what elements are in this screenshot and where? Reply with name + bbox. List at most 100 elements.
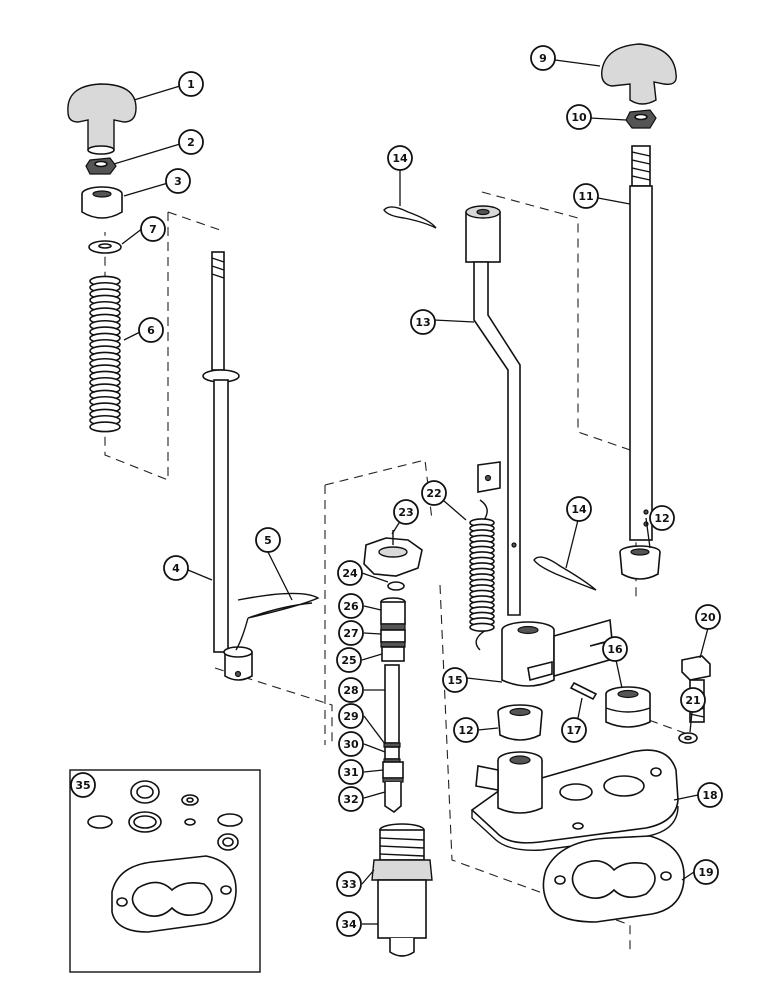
callout-20: 20: [695, 604, 721, 630]
callout-circle: [421, 480, 447, 506]
callout-label: 20: [700, 611, 716, 624]
callout-circle: [338, 703, 364, 729]
callout-circle: [453, 717, 479, 743]
callout-circle: [178, 71, 204, 97]
bushing-part-16: [605, 686, 651, 728]
callout-label: 4: [172, 562, 180, 575]
callout-18: 18: [697, 782, 723, 808]
lock-washer-part-21: [678, 732, 698, 744]
callout-circle: [573, 183, 599, 209]
callout-circle: [338, 731, 364, 757]
callout-circle: [338, 759, 364, 785]
callout-label: 19: [698, 866, 713, 879]
rod-part-11: [629, 145, 653, 541]
callout-7: 7: [140, 216, 166, 242]
shift-lever-part-13: [465, 205, 521, 616]
nut-part-10: [625, 109, 657, 129]
callout-label: 26: [343, 600, 359, 613]
callout-13: 13: [410, 309, 436, 335]
callout-19: 19: [693, 859, 719, 885]
callout-circle: [338, 786, 364, 812]
callout-label: 3: [174, 175, 182, 188]
valve-stem-part-28: [382, 664, 404, 814]
callout-label: 29: [343, 710, 358, 723]
callout-label: 13: [415, 316, 430, 329]
callout-31: 31: [338, 759, 364, 785]
callout-circle: [336, 911, 362, 937]
spring-part-6: [89, 275, 121, 433]
bushing-part-12-lower: [497, 704, 543, 741]
callout-circle: [649, 505, 675, 531]
valve-spool-part-26: [380, 597, 406, 662]
callout-label: 1: [187, 78, 195, 91]
callout-21: 21: [680, 687, 706, 713]
callout-label: 11: [578, 190, 593, 203]
knob-part-1: [67, 83, 137, 155]
callout-14a: 14: [387, 145, 413, 171]
fork-block-part-15: [501, 618, 617, 687]
callout-label: 28: [343, 684, 358, 697]
callout-label: 30: [343, 738, 359, 751]
callout-label: 6: [147, 324, 155, 337]
callout-22: 22: [421, 480, 447, 506]
callout-32: 32: [338, 786, 364, 812]
callout-circle: [336, 647, 362, 673]
callout-17: 17: [561, 717, 587, 743]
callout-6: 6: [138, 317, 164, 343]
callout-circle: [165, 168, 191, 194]
callout-label: 14: [571, 503, 587, 516]
callout-3: 3: [165, 168, 191, 194]
callout-label: 5: [264, 534, 272, 547]
callout-markers: 1234567910111212131414151617181920212223…: [70, 45, 723, 937]
spring-coil: [469, 622, 495, 632]
callout-12a: 12: [649, 505, 675, 531]
callout-label: 17: [566, 724, 581, 737]
callout-28: 28: [338, 677, 364, 703]
callout-circle: [530, 45, 556, 71]
callout-circle: [336, 871, 362, 897]
callout-label: 18: [702, 789, 717, 802]
callout-label: 9: [539, 52, 547, 65]
callout-label: 10: [571, 111, 587, 124]
callout-10: 10: [566, 104, 592, 130]
callout-35: 35: [70, 772, 96, 798]
callout-circle: [410, 309, 436, 335]
callout-label: 35: [75, 779, 90, 792]
mounting-plate-part-18: [470, 749, 679, 851]
callout-33: 33: [336, 871, 362, 897]
pin-part-17: [569, 681, 598, 701]
callout-label: 2: [187, 136, 195, 149]
clip-part-14-upper: [383, 206, 437, 229]
callout-34: 34: [336, 911, 362, 937]
callout-5: 5: [255, 527, 281, 553]
callout-29: 29: [338, 703, 364, 729]
callout-label: 33: [341, 878, 356, 891]
callout-label: 12: [458, 724, 473, 737]
washer-part-7: [88, 240, 122, 254]
callout-circle: [561, 717, 587, 743]
callout-circle: [697, 782, 723, 808]
callout-circle: [387, 145, 413, 171]
callout-label: 7: [149, 223, 157, 236]
callout-circle: [680, 687, 706, 713]
nut-part-2: [85, 157, 117, 175]
extension-spring-part-22: [469, 499, 495, 651]
callout-circle: [442, 667, 468, 693]
callout-label: 25: [341, 654, 356, 667]
hex-nut-part-23: [363, 530, 423, 577]
callout-12b: 12: [453, 717, 479, 743]
callout-label: 16: [607, 643, 623, 656]
callout-15: 15: [442, 667, 468, 693]
callout-14b: 14: [566, 496, 592, 522]
callout-circle: [695, 604, 721, 630]
seal-kit-box-35: [69, 769, 261, 973]
clip-part-14-lower: [533, 556, 597, 591]
rod-part-4: [202, 251, 253, 681]
callout-label: 24: [342, 567, 358, 580]
callout-circle: [566, 104, 592, 130]
callout-circle: [566, 496, 592, 522]
callout-label: 31: [343, 766, 358, 779]
callout-circle: [140, 216, 166, 242]
bushing-part-3: [81, 186, 123, 219]
hairpin-clip-part-5: [235, 592, 320, 651]
